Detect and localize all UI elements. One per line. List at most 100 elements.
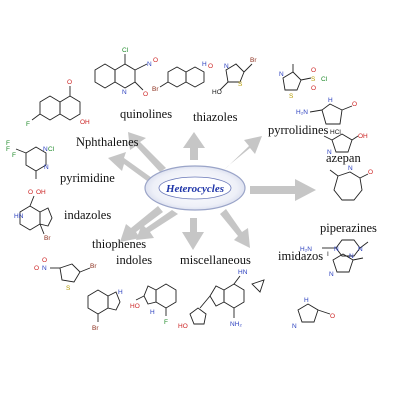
- structure-purine: HN NH₂ HO: [178, 269, 248, 330]
- svg-text:S: S: [311, 76, 316, 83]
- structure-pyrrolidinol: N OH: [323, 133, 368, 156]
- svg-text:F: F: [6, 140, 10, 147]
- svg-text:H: H: [150, 309, 155, 316]
- label-thiophenes: thiophenes: [92, 237, 146, 251]
- svg-text:N: N: [327, 149, 332, 156]
- svg-text:N: N: [348, 165, 353, 172]
- svg-text:N: N: [329, 271, 334, 278]
- label-quinolines: quinolines: [120, 107, 172, 121]
- svg-text:O: O: [67, 79, 72, 86]
- svg-text:O: O: [330, 313, 335, 320]
- arrow-thiophenes: [136, 210, 178, 240]
- svg-text:HO: HO: [178, 323, 188, 330]
- svg-text:HO: HO: [130, 303, 140, 310]
- label-azepan: azepan: [326, 151, 361, 165]
- svg-text:O: O: [368, 169, 373, 176]
- structure-pyrrolidinone: H₂N H O HCl: [296, 97, 357, 136]
- svg-text:O: O: [352, 101, 357, 108]
- svg-text:O: O: [28, 189, 33, 196]
- structure-azepanone: N O: [329, 165, 373, 201]
- arrow-quinolines: [128, 132, 166, 172]
- svg-text:S: S: [66, 285, 71, 292]
- svg-text:Cl: Cl: [122, 47, 129, 54]
- svg-text:O: O: [311, 85, 316, 92]
- svg-text:N: N: [147, 61, 152, 68]
- svg-text:F: F: [6, 146, 10, 153]
- svg-text:O: O: [143, 91, 148, 98]
- svg-text:HN: HN: [238, 269, 248, 276]
- label-indazoles: indazoles: [64, 208, 111, 222]
- svg-text:N: N: [349, 253, 354, 260]
- svg-text:H₂N: H₂N: [296, 109, 308, 116]
- arrows: [108, 132, 316, 250]
- structure-pyrimidine: F F F N N Cl: [6, 140, 55, 179]
- svg-text:HN: HN: [14, 213, 24, 220]
- svg-text:H: H: [328, 97, 333, 104]
- svg-text:Br: Br: [90, 263, 97, 270]
- hcl-label: HCl: [330, 129, 341, 136]
- structure-imidazole-iodo: I N N: [327, 251, 364, 278]
- svg-text:N: N: [358, 246, 363, 253]
- structure-fluoroindole-acid: HO H F: [130, 283, 177, 326]
- svg-text:Br: Br: [92, 325, 99, 332]
- arrow-indazoles: [120, 206, 163, 242]
- structure-bromoindole: H Br: [87, 289, 123, 332]
- structure-thiazole-sulfonyl: S O O Cl S N: [279, 64, 328, 100]
- svg-text:OH: OH: [358, 133, 368, 140]
- svg-text:O: O: [208, 63, 213, 70]
- svg-text:O: O: [42, 257, 47, 264]
- svg-text:N: N: [224, 63, 229, 70]
- structure-bromoquinolinone: Br H O: [152, 61, 213, 93]
- svg-text:Br: Br: [44, 235, 51, 242]
- svg-text:N: N: [334, 246, 339, 253]
- svg-text:I: I: [327, 251, 329, 258]
- svg-text:O: O: [311, 67, 316, 74]
- svg-text:N: N: [44, 164, 49, 171]
- structure-quinoline: Cl N N O O: [94, 47, 158, 98]
- svg-text:S: S: [238, 81, 243, 88]
- label-imidazos: imidazos: [278, 249, 323, 263]
- arrow-pyrimidine: [108, 152, 154, 186]
- svg-text:O: O: [153, 57, 158, 64]
- svg-text:OH: OH: [80, 119, 90, 126]
- svg-text:Cl: Cl: [48, 146, 55, 153]
- svg-text:F: F: [26, 121, 30, 128]
- svg-text:H: H: [118, 289, 123, 296]
- svg-text:NH₂: NH₂: [230, 321, 242, 328]
- arrow-thiazoles: [183, 132, 205, 160]
- svg-text:OH: OH: [36, 189, 46, 196]
- center-node: Heterocycles: [144, 165, 246, 211]
- label-nphthalenes: Nphthalenes: [76, 135, 139, 149]
- svg-text:Br: Br: [152, 86, 159, 93]
- structure-thiophene: S N O O Br: [34, 257, 97, 292]
- svg-text:O: O: [34, 265, 39, 272]
- svg-text:F: F: [12, 152, 16, 159]
- svg-text:N: N: [292, 323, 297, 330]
- structure-thiazole: S N Br HO: [212, 57, 257, 96]
- label-thiazoles: thiazoles: [193, 110, 238, 124]
- category-labels: quinolines thiazoles pyrrolidines Nphtha…: [60, 107, 377, 267]
- svg-text:Cl: Cl: [321, 76, 328, 83]
- svg-text:N: N: [122, 89, 127, 96]
- arrow-pyrrolidines: [222, 136, 262, 172]
- label-miscellaneous: miscellaneous: [180, 253, 251, 267]
- structure-indazole: O OH HN Br: [14, 189, 53, 242]
- svg-text:H: H: [304, 297, 309, 304]
- svg-text:HO: HO: [212, 89, 222, 96]
- structure-imidazole-aldehyde: H N O: [292, 297, 335, 330]
- svg-text:H: H: [202, 61, 207, 68]
- structure-naphthoquinone: O F OH: [26, 79, 90, 128]
- arrow-imidazos: [220, 209, 250, 248]
- label-piperazines: piperazines: [320, 221, 377, 235]
- arrow-miscellaneous: [182, 218, 204, 250]
- svg-text:N: N: [42, 265, 47, 272]
- svg-text:S: S: [289, 93, 294, 100]
- center-label: Heterocycles: [165, 183, 224, 195]
- svg-text:H₂N: H₂N: [300, 246, 312, 253]
- label-pyrimidine: pyrimidine: [60, 171, 115, 185]
- svg-text:Br: Br: [250, 57, 257, 64]
- label-indoles: indoles: [116, 253, 152, 267]
- structure-piperazine: H₂N N N: [300, 239, 369, 257]
- label-pyrrolidines: pyrrolidines: [268, 123, 329, 137]
